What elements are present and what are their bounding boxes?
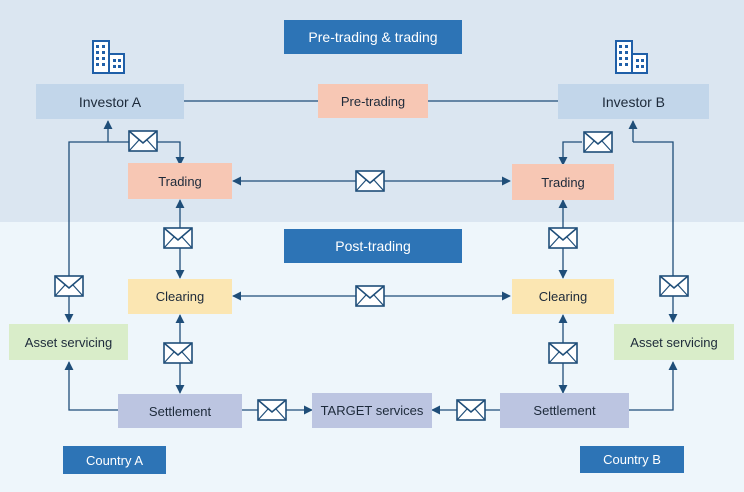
envelope-icon [163,227,193,249]
trading-a-node: Trading [128,163,232,199]
pre-trading-node: Pre-trading [318,84,428,118]
clearing-a-node: Clearing [128,279,232,314]
country-a-label: Country A [63,446,166,474]
settlement-a-node: Settlement [118,394,242,428]
pre-trading-trading-header: Pre-trading & trading [284,20,462,54]
target-services-node: TARGET services [312,393,432,428]
building-icon [92,40,125,74]
asset-servicing-a-node: Asset servicing [9,324,128,360]
asset-servicing-b-node: Asset servicing [614,324,734,360]
envelope-icon [163,342,193,364]
envelope-icon [257,399,287,421]
envelope-icon [583,131,613,153]
investor-b-node: Investor B [558,84,709,119]
trading-b-node: Trading [512,164,614,200]
envelope-icon [128,130,158,152]
envelope-icon [456,399,486,421]
envelope-icon [355,285,385,307]
building-icon [615,40,648,74]
post-trading-header: Post-trading [284,229,462,263]
investor-a-node: Investor A [36,84,184,119]
envelope-icon [548,342,578,364]
country-b-label: Country B [580,446,684,473]
clearing-b-node: Clearing [512,279,614,314]
settlement-b-node: Settlement [500,393,629,428]
envelope-icon [355,170,385,192]
envelope-icon [659,275,689,297]
envelope-icon [548,227,578,249]
envelope-icon [54,275,84,297]
